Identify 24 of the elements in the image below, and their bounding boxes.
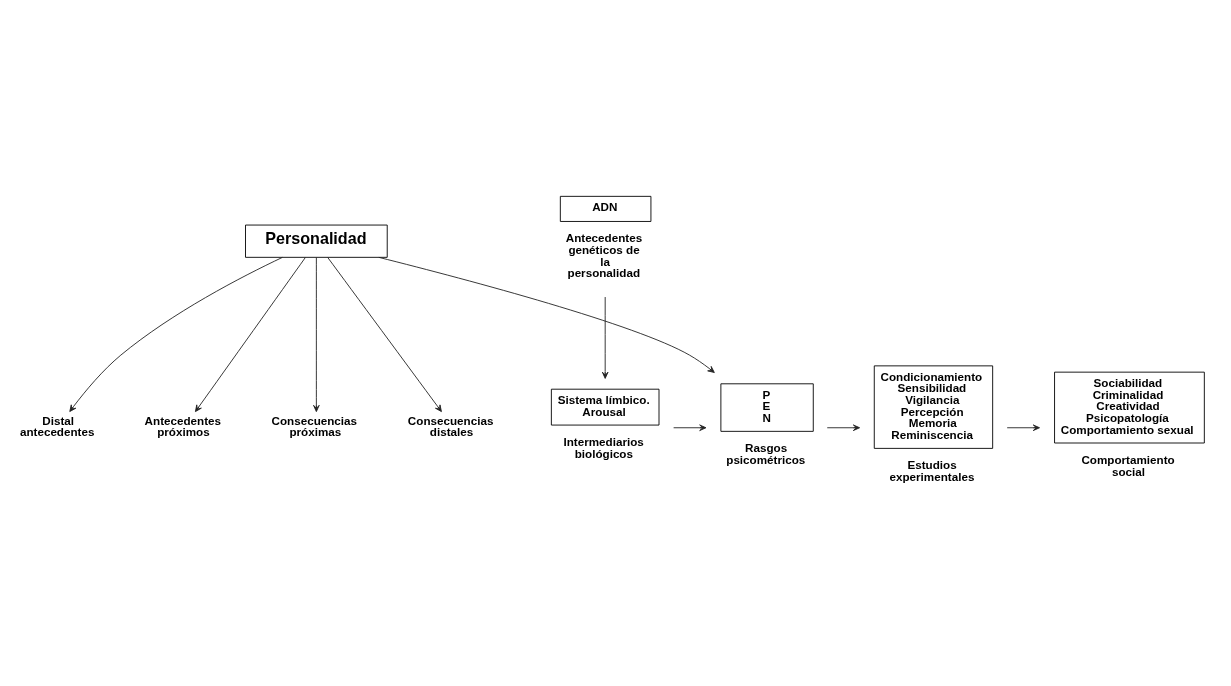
node-box: Personalidad: [245, 224, 388, 258]
arrow: [69, 256, 283, 412]
node-text: Antecedentes próximos: [144, 413, 222, 439]
node-label: Intermediarios biológicos: [563, 435, 644, 460]
node-box: P E N: [720, 383, 814, 432]
arrow: [1006, 424, 1040, 432]
arrow: [378, 256, 715, 373]
node-label: Antecedentes genéticos de la personalidad: [565, 231, 643, 280]
arrow: [313, 257, 320, 413]
node-label: Rasgos psicométricos: [726, 441, 806, 466]
arrow: [194, 257, 306, 413]
node-text: Distal antecedentes: [19, 413, 95, 439]
arrow: [601, 296, 609, 379]
node-label: Comportamiento social: [1081, 453, 1175, 478]
node-box: Condicionamiento Sensibilidad Vigilancia Percepción Memoria Reminiscencia: [873, 365, 994, 449]
arrow: [327, 257, 442, 413]
arrow: [826, 424, 861, 432]
node-box: Sistema límbico. Arousal: [550, 388, 660, 426]
node-text: Consecuencias próximas: [271, 413, 358, 439]
arrow: [673, 424, 707, 432]
node-box: Sociabilidad Criminalidad Creatividad Psicopatología Comportamiento sexual: [1054, 371, 1205, 444]
node-label: Estudios experimentales: [889, 458, 975, 484]
node-box: ADN: [559, 195, 652, 222]
node-text: Consecuencias distales: [407, 413, 494, 439]
